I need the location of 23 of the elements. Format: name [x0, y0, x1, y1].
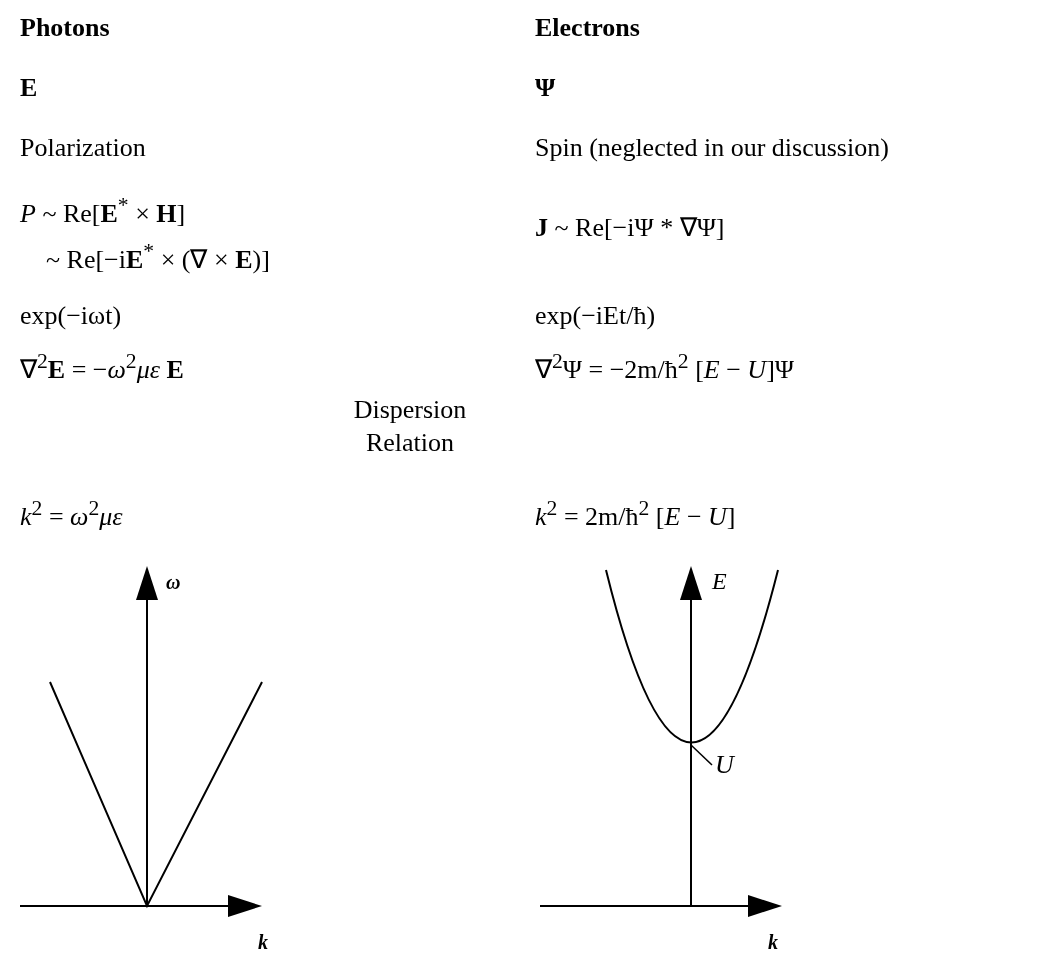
formula-text: Spin (neglected in our discussion)	[535, 132, 889, 164]
axis-label: k	[258, 930, 268, 955]
formula-text: k$^{2}$ = ω$^{2}$με	[20, 495, 123, 533]
column-heading: Photons	[20, 12, 110, 44]
formula-text: E	[20, 72, 38, 104]
formula-text: ∇$^{2}$E = −ω$^{2}$με E	[20, 348, 184, 386]
formula-text: Dispersion Relation	[352, 394, 468, 459]
column-heading: Electrons	[535, 12, 640, 44]
formula-text: Ψ	[535, 72, 556, 104]
formula-text: exp(−iEt/ħ)	[535, 300, 656, 332]
formula-text: ∇$^{2}$Ψ = −2m/ħ$^{2}$ [E − U]Ψ	[535, 348, 794, 386]
axis-label: E	[712, 567, 727, 596]
formula-text: exp(−iωt)	[20, 300, 122, 332]
axis-label: k	[768, 930, 778, 955]
axis-label: ω	[166, 570, 181, 595]
formula-text: P ~ Re[E$^{*}$ × H]	[20, 192, 186, 230]
leader-line	[690, 744, 713, 766]
formula-text: J ~ Re[−iΨ * ∇Ψ]	[535, 212, 725, 244]
formula-text: k$^{2}$ = 2m/ħ$^{2}$ [E − U]	[535, 495, 736, 533]
formula-text: Polarization	[20, 132, 146, 164]
parabola-curve	[605, 569, 779, 744]
value-label: U	[712, 750, 737, 780]
formula-text: ~ Re[−iE$^{*}$ × (∇ × E)]	[46, 238, 270, 276]
